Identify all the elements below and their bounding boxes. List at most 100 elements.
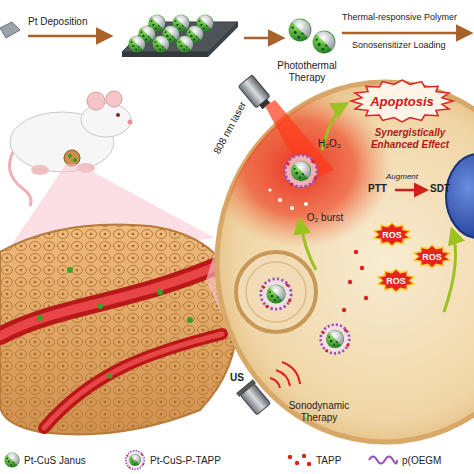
legend-text: TAPP [316,455,341,466]
text-label: Pt Deposition [28,16,87,28]
text-label: Augment [386,172,418,181]
drawing-circle [97,303,103,309]
drawing-circle [68,154,72,158]
drawing-circle [348,280,352,284]
legend-sample [286,450,312,470]
burst-shape [351,80,453,122]
nanoparticle [285,155,317,187]
drawing-path [282,362,300,384]
text-label: SDT [430,183,450,195]
label-text: US [230,372,244,383]
drawing-circle [73,158,77,162]
label-text: Sonosensitizer Loading [352,40,446,50]
text-label: Photothermal Therapy [270,60,344,83]
legend-text: p(OEGM [402,455,441,466]
label-text: H₂O₂ [318,138,341,149]
label-text: PTT [368,183,387,194]
drawing-circle [342,308,346,312]
burst-shape [374,223,410,246]
drawing-polygon [122,52,208,57]
drawing-circle [64,150,80,166]
flow-arrow [300,220,316,270]
label-text: 808 nm laser [211,100,248,156]
drawing-circle [157,289,163,295]
drawing-circle [354,250,358,254]
burst-shape [414,245,450,268]
drawing-circle [278,198,282,202]
drawing-circle [67,267,73,273]
drawing-ellipse [31,165,49,175]
ultrasound-waves [270,362,300,388]
drawing-circle [360,266,364,270]
tapp-dot [288,455,292,459]
apoptosis-star: Apoptosis [350,79,454,123]
node-text: Apoptosis [370,94,434,109]
tumor-cell [208,82,474,442]
drawing-use [128,35,145,52]
node-text: ROS [422,252,442,262]
text-label: Sonosensitizer Loading [352,40,446,50]
text-label: H₂O₂ [318,138,341,150]
label-text: Pt Deposition [28,16,87,27]
ultrasound-probe [236,379,272,416]
ros-burst: ROS [412,244,452,269]
legend-text: Pt-CuS-P-TAPP [150,455,221,466]
drawing-use [261,279,291,309]
text-label: Sonodynamic Therapy [282,400,356,423]
drawing-line [342,32,470,35]
drawing-path [44,334,222,428]
drawing-circle [246,262,306,322]
drawing-polygon [0,22,20,38]
drawing-path [270,378,280,388]
tapp-dot [307,462,311,466]
legend-item: Pt-CuS Janus [4,450,86,470]
drawing-circle [108,374,113,379]
label-text: Augment [386,172,418,181]
legend-item: Pt-CuS-P-TAPP [124,450,221,470]
drawing-ellipse [81,103,131,137]
tapp-dot [302,454,306,458]
tapp-dots [342,250,368,312]
drawing-use [152,35,169,52]
drawing-use [289,19,312,42]
drawing-path [0,224,238,434]
legend-sample [124,450,146,470]
drawing-circle [304,202,308,206]
label-text: Photothermal Therapy [277,60,336,83]
label-text: Synergistically Enhanced Effect [371,127,449,150]
node-text: ROS [386,276,406,286]
drawing-circle [37,315,43,321]
drawing-line [28,35,110,38]
text-label: US [230,372,244,384]
polymer-line [369,457,397,464]
legend-sample [368,450,398,470]
drawing-circle [87,92,105,110]
drawing-path [276,370,290,386]
label-text: SDT [430,183,450,194]
drawing-ellipse [446,154,474,238]
drawing-circle [236,252,316,332]
drawing-circle [106,91,122,107]
legend-text: Pt-CuS Janus [24,455,86,466]
drawing-line [244,37,282,40]
drawing-path [0,262,226,336]
drawing-use [176,35,193,52]
label-text: Sonodynamic Therapy [289,400,350,423]
drawing-polygon [208,22,238,57]
drawing-circle [364,296,368,300]
drawing-circle [290,206,294,210]
text-label: Synergistically Enhanced Effect [358,127,462,150]
flow-arrow [444,230,456,312]
text-label: O₂ burst [300,212,350,224]
ros-burst: ROS [376,268,416,293]
drawing-circle [268,188,271,191]
coated-sample [126,451,145,470]
legend-item: TAPP [286,450,341,470]
drawing-use [313,31,336,54]
drawing-circle [187,317,193,323]
legend-sample [4,450,20,470]
label-text: Thermal-responsive Polymer [342,12,457,22]
ros-burst: ROS [372,222,412,247]
text-label: PTT [368,183,387,195]
